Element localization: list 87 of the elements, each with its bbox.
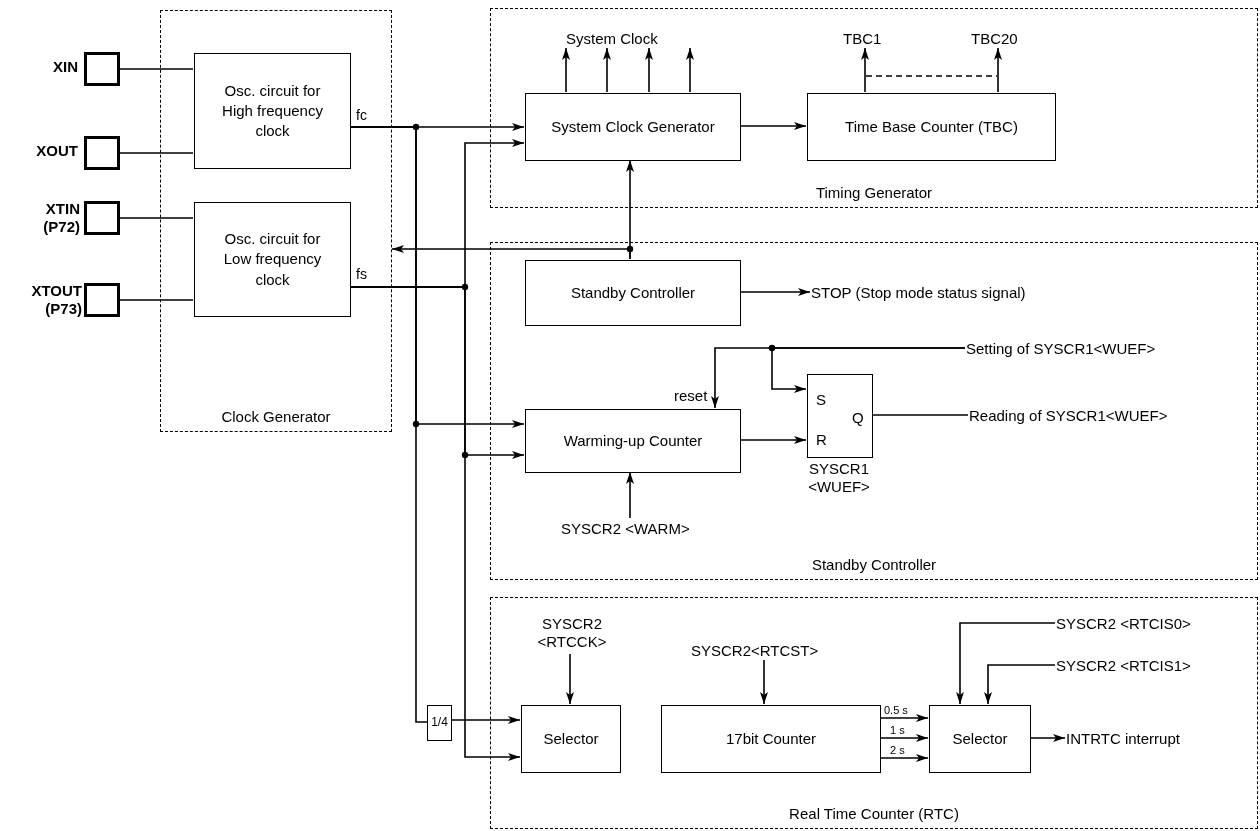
port-label: Q [852, 409, 864, 426]
signal-arrow [562, 47, 570, 93]
block-label: Selector [543, 728, 599, 749]
signal-arrow [879, 754, 929, 762]
group-title: Timing Generator [815, 184, 933, 201]
signal-arrow [879, 714, 929, 722]
pin-square [84, 136, 120, 170]
signal-label: INTRTC interrupt [1066, 729, 1246, 749]
signal-label: SYSCR2<RTCST> [691, 641, 841, 661]
signal-arrow [626, 471, 634, 519]
circuit-block [929, 705, 1031, 773]
signal-label: TBC1 [843, 29, 889, 49]
circuit-block [194, 202, 351, 317]
signal-arrow [391, 245, 631, 260]
block-label: Standby Controller [570, 282, 696, 303]
edge-label: 2 s [890, 744, 905, 757]
edge-label: fc [356, 109, 367, 122]
edge-label: fs [356, 268, 367, 281]
signal-line [119, 68, 194, 70]
signal-arrow [645, 47, 653, 93]
signal-arrow [956, 622, 1056, 705]
dashed-group-frame [490, 8, 1258, 208]
port-label: R [816, 431, 827, 448]
register-label: SYSCR1 <WUEF> [807, 460, 871, 496]
block-label: 17bit Counter [725, 728, 817, 749]
signal-line [871, 414, 969, 416]
signal-arrow [603, 47, 611, 93]
signal-arrow [739, 288, 811, 296]
flip-flop-block [807, 374, 873, 458]
pin-square [84, 201, 120, 235]
group-title: Standby Controller [811, 556, 937, 573]
signal-arrow [984, 664, 1056, 705]
signal-arrow [349, 286, 521, 761]
pin-label: XOUT [35, 142, 78, 160]
port-label: S [816, 391, 826, 408]
circuit-block [525, 409, 741, 473]
circuit-block [807, 93, 1056, 161]
circuit-block [194, 53, 351, 169]
signal-arrow [739, 122, 807, 130]
pin-label: XTIN (P72) [42, 200, 80, 236]
group-title: Real Time Counter (RTC) [789, 805, 959, 822]
signal-line [119, 152, 194, 154]
block-label: 1/4 [431, 716, 448, 730]
signal-label: Setting of SYSCR1<WUEF> [966, 339, 1256, 359]
edge-label: 1 s [890, 724, 905, 737]
signal-line [119, 217, 194, 219]
divider-block [427, 705, 452, 741]
block-label: System Clock Generator [551, 116, 715, 137]
signal-label: SYSCR2 <RTCCK> [523, 615, 621, 655]
signal-label: SYSCR2 <WARM> [561, 519, 711, 539]
signal-label: SYSCR2 <RTCIS1> [1056, 656, 1256, 676]
signal-line [119, 299, 194, 301]
circuit-block [661, 705, 881, 773]
signal-arrow [994, 47, 1002, 93]
dashed-group-frame [160, 10, 392, 432]
signal-arrow [879, 734, 929, 742]
signal-arrow [566, 653, 574, 705]
edge-label: reset [674, 389, 708, 402]
signal-arrow [451, 716, 521, 724]
block-label: Time Base Counter (TBC) [845, 116, 1018, 137]
dashed-group-frame [490, 242, 1258, 580]
pin-label: XTOUT (P73) [30, 282, 82, 318]
circuit-block [525, 93, 741, 161]
circuit-block [525, 260, 741, 326]
signal-arrow [686, 47, 694, 93]
signal-label: TBC20 [971, 29, 1027, 49]
block-label: Osc. circuit for Low frequency clock [222, 229, 323, 290]
signal-label: Reading of SYSCR1<WUEF> [969, 406, 1259, 426]
signal-label: STOP (Stop mode status signal) [811, 283, 1101, 303]
signal-arrow [771, 347, 966, 393]
block-label: Warming-up Counter [563, 430, 703, 451]
dashed-group-frame [490, 597, 1258, 829]
signal-arrow [1029, 734, 1066, 742]
signal-arrow [760, 659, 768, 705]
signal-label: System Clock [566, 29, 696, 49]
signal-arrow [861, 47, 869, 93]
block-label: Osc. circuit for High frequency clock [221, 80, 324, 142]
pin-square [84, 283, 120, 317]
pin-label: XIN [52, 58, 78, 76]
signal-line [349, 126, 428, 723]
signal-arrow [739, 436, 807, 444]
signal-label: SYSCR2 <RTCIS0> [1056, 614, 1256, 634]
edge-label: 0.5 s [884, 704, 908, 717]
group-title: Clock Generator [221, 408, 331, 425]
pin-square [84, 52, 120, 86]
circuit-block [521, 705, 621, 773]
block-label: Selector [952, 728, 1008, 749]
